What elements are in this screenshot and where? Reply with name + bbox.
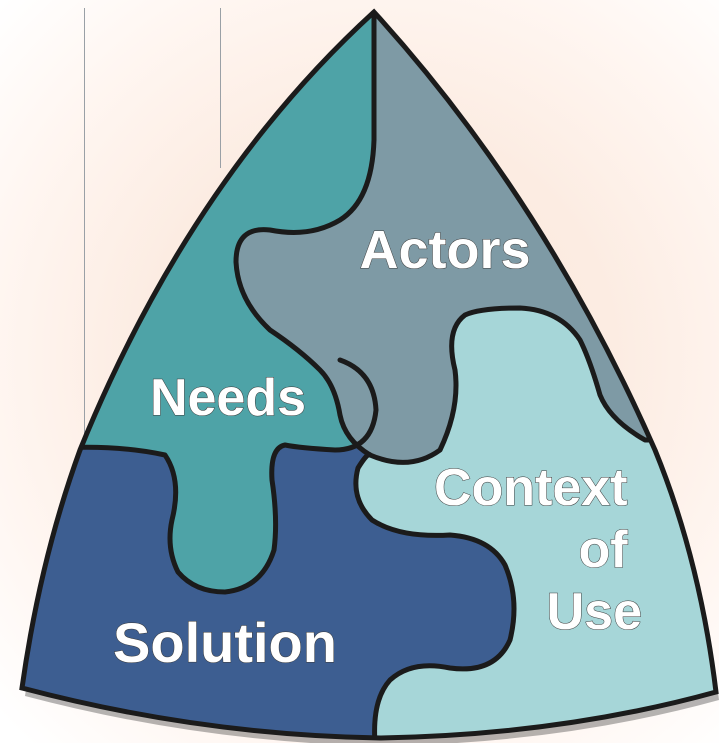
label-solution: Solution [113,611,337,674]
label-context-of-use: Context of Use [434,459,642,641]
guide-line-right [220,8,221,168]
label-actors: Actors [359,220,530,280]
puzzle-piece-context [355,308,716,738]
guide-line-left [84,8,85,608]
piece-outlines [57,12,716,738]
label-needs: Needs [150,369,306,427]
triangle-outline [19,8,719,741]
